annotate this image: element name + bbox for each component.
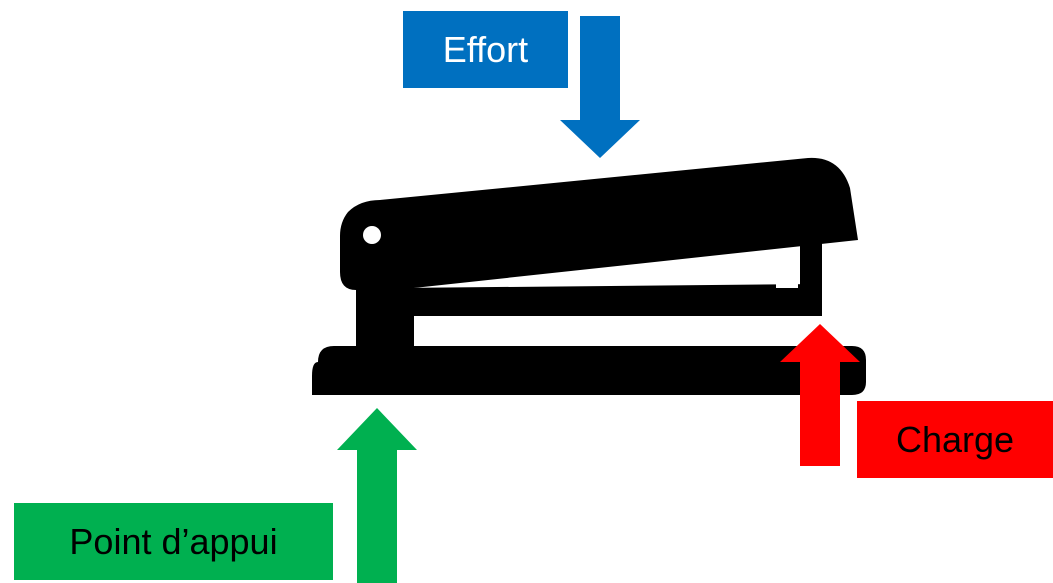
charge-label: Charge: [895, 418, 1015, 460]
effort-label-box: [403, 11, 568, 88]
charge-label-box: [857, 401, 1053, 478]
charge-arrow: [780, 324, 860, 466]
effort-arrow: [560, 16, 640, 158]
fulcrum-arrow: [337, 408, 417, 583]
stapler-icon: [312, 157, 866, 395]
effort-label: Effort: [442, 28, 529, 70]
fulcrum-label: Point d’appui: [69, 520, 278, 562]
fulcrum-label-box: [14, 503, 333, 580]
